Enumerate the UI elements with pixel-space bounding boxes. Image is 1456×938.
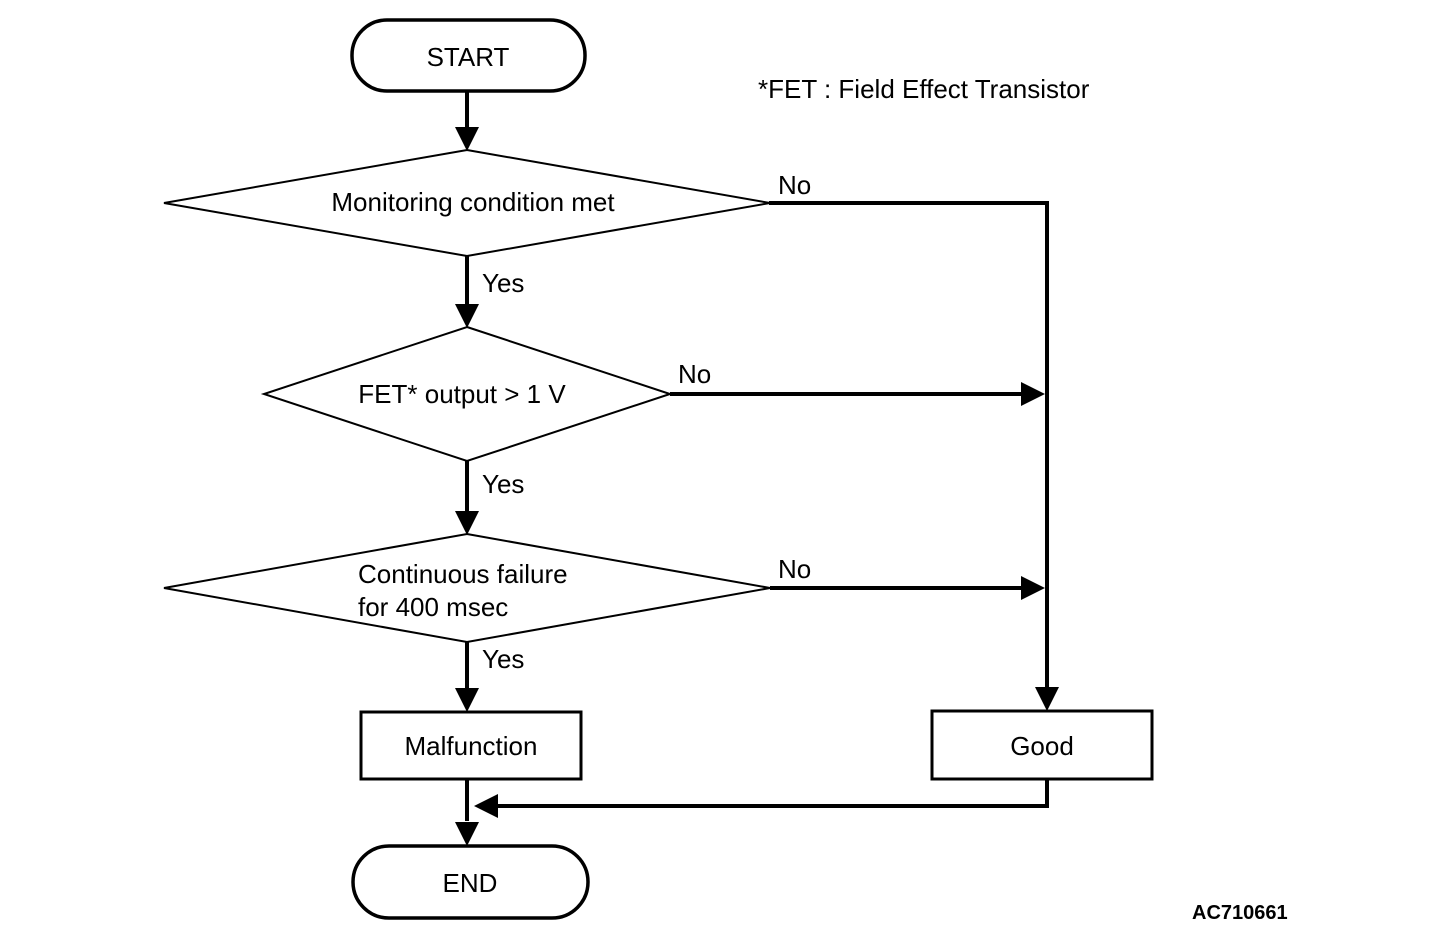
start-terminator xyxy=(350,18,587,93)
arrowhead-down-into-end xyxy=(455,822,479,846)
label-yes-3: Yes xyxy=(482,644,524,674)
monitoring-decision-diamond xyxy=(163,148,771,258)
edge-monitoring-yes xyxy=(455,256,479,328)
arrowhead-down-into-continuous-failure xyxy=(455,511,479,535)
arrowhead-down-into-fet-output xyxy=(455,304,479,328)
arrowhead-left-into-end-line xyxy=(474,794,498,818)
label-no-3: No xyxy=(778,554,811,584)
fet-footnote: *FET : Field Effect Transistor xyxy=(758,74,1090,104)
arrowhead-right-from-fet-no xyxy=(1021,382,1045,406)
figure-id: AC710661 xyxy=(1192,902,1288,924)
edge-failure-no xyxy=(770,576,1045,600)
edge-monitoring-no xyxy=(769,201,1059,711)
edge-fet-yes xyxy=(455,461,479,535)
label-no-1: No xyxy=(778,170,811,200)
end-label: END xyxy=(443,868,498,898)
fet-output-decision-label: FET* output > 1 V xyxy=(358,379,566,409)
arrowhead-down-into-monitoring xyxy=(455,127,479,151)
malfunction-process-box xyxy=(359,710,583,781)
arrowhead-down-into-good xyxy=(1035,687,1059,711)
arrowhead-down-into-malfunction xyxy=(455,688,479,712)
edge-monitoring-no-line xyxy=(769,201,1049,688)
label-yes-2: Yes xyxy=(482,469,524,499)
edge-malfunction-to-end xyxy=(455,779,479,846)
end-terminator xyxy=(351,844,590,920)
edge-good-merge xyxy=(474,779,1049,818)
edge-failure-yes xyxy=(455,642,479,712)
continuous-failure-decision-diamond xyxy=(163,532,771,644)
good-label: Good xyxy=(1010,731,1074,761)
edge-good-merge-line xyxy=(497,779,1049,808)
edge-start-to-monitoring xyxy=(455,91,479,151)
label-no-2: No xyxy=(678,359,711,389)
continuous-failure-label-line2: for 400 msec xyxy=(358,592,508,622)
arrowhead-right-from-failure-no xyxy=(1021,576,1045,600)
malfunction-label: Malfunction xyxy=(405,731,538,761)
label-yes-1: Yes xyxy=(482,268,524,298)
fet-output-decision-diamond xyxy=(260,325,674,463)
monitoring-decision-label: Monitoring condition met xyxy=(331,187,615,217)
good-process-box xyxy=(930,709,1154,781)
continuous-failure-label-line1: Continuous failure xyxy=(358,559,568,589)
start-label: START xyxy=(427,42,510,72)
edge-fet-no xyxy=(670,382,1045,406)
